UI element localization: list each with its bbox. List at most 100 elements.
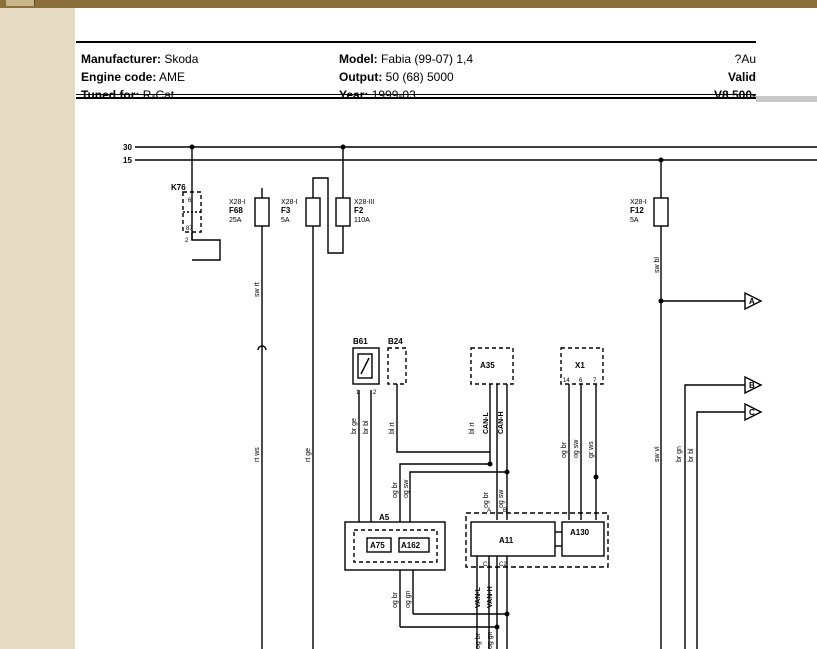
wire-og-br-2: og br: [392, 481, 399, 498]
tuned-row: Tuned for: R-Cat: [81, 88, 175, 99]
manufacturer-row: Manufacturer: Skoda: [81, 52, 198, 66]
f3-label: F3: [281, 206, 291, 215]
wire-br-ge: br ge: [351, 418, 358, 434]
f3-fuse: [305, 197, 321, 227]
f12-amp-label: 5A: [630, 217, 639, 224]
k76-loop: [191, 200, 221, 261]
x1-pin-7: 7: [593, 378, 597, 384]
a11-label: A11: [499, 536, 514, 545]
a75-label: A75: [370, 541, 385, 550]
k76-pin-2: 2: [185, 238, 189, 244]
a162-label: A162: [401, 541, 421, 550]
k76-label: K76: [171, 183, 186, 192]
f2-fuse: [335, 197, 351, 227]
year-value: 1999-03: [371, 88, 416, 99]
wire-rt-ge: rt ge: [305, 448, 312, 462]
rail-30-label: 30: [123, 143, 132, 152]
wire-gr-ws: gr ws: [588, 441, 595, 458]
output-row: Output: 50 (68) 5000: [339, 70, 454, 84]
k76-pin-top: 6: [188, 198, 192, 204]
pin-b-label: B: [503, 508, 507, 514]
wire-bl-rt-2: bl rt: [469, 422, 476, 434]
arrow-a-label: A: [749, 297, 755, 306]
wire-br-gn: br gn: [676, 446, 683, 462]
wire-og-br: og br: [561, 441, 568, 458]
f2-conn-label: X28-III: [354, 199, 375, 206]
pin-c1-label: C1: [483, 562, 491, 568]
wire-og-gn-2: og gn: [487, 631, 494, 649]
wire-rt-ws: rt ws: [254, 447, 261, 462]
engine-value: AME: [159, 70, 186, 84]
f12-conn-label: X28-I: [630, 199, 647, 206]
wire-og-br-4: og br: [392, 591, 399, 608]
b24-label: B24: [388, 337, 403, 346]
vehicle-info-header: Manufacturer: Skoda Engine code: AME Tun…: [76, 41, 756, 99]
wire-br-bl: br bl: [688, 448, 695, 462]
manufacturer-value: Skoda: [164, 52, 199, 66]
f2-label: F2: [354, 206, 364, 215]
model-row: Model: Fabia (99-07) 1,4: [339, 52, 473, 66]
b61-sensor-box: [352, 347, 380, 385]
a130-label: A130: [570, 528, 590, 537]
document-page: [75, 8, 817, 649]
a11-a130-module: [465, 512, 609, 568]
tuned-value: R-Cat: [142, 88, 175, 99]
a35-label: A35: [480, 361, 495, 370]
x1-box: [560, 347, 604, 385]
strike-line: [76, 94, 756, 95]
f12-label: F12: [630, 206, 644, 215]
f68-label: F68: [229, 206, 243, 215]
window-tab[interactable]: [6, 0, 35, 6]
x1-pin-14: 14: [563, 378, 570, 384]
f3-amp-label: 5A: [281, 217, 290, 224]
b24-box: [387, 347, 407, 385]
f2-amp-label: 110A: [354, 217, 370, 224]
wire-can-l: CAN-L: [483, 412, 490, 434]
wiring-diagram: 30 15 K76 6 87 2 X28-I F68 25A X28-I F3 …: [123, 143, 817, 649]
engine-row: Engine code: AME: [81, 70, 185, 84]
a75-box: [366, 537, 392, 553]
wire-og-sw: og sw: [573, 439, 580, 458]
wire-sw-bl: sw bl: [654, 257, 661, 273]
wire-og-sw-2: og sw: [403, 479, 410, 498]
pin-c2-label: C2: [499, 562, 507, 568]
a11-box: [470, 521, 556, 557]
b61-pin-2: 2: [373, 390, 377, 396]
arrow-b-icon: [744, 375, 763, 395]
b61-pin-1: 1: [356, 390, 360, 396]
wire-van-l: VAN-L: [475, 586, 482, 608]
header-shadow-bar: [756, 96, 817, 102]
wire-bl-rt: bl rt: [389, 422, 396, 434]
right-info-2: Valid: [727, 70, 756, 84]
wire-sw-vi: sw vi: [654, 446, 661, 462]
wire-og-sw-3: og sw: [498, 489, 505, 508]
arrow-a-icon: [744, 291, 763, 311]
b61-label: B61: [353, 337, 368, 346]
a130-box: [561, 521, 605, 557]
pin-a-label: A: [487, 508, 491, 514]
wire-br-bl-2: br bl: [363, 420, 370, 434]
tuned-label: Tuned for:: [81, 88, 140, 99]
f68-conn-label: X28-I: [229, 199, 246, 206]
left-sidebar: [0, 8, 75, 649]
a5-label: A5: [379, 513, 390, 522]
arrow-b-label: B: [749, 381, 755, 390]
wire-og-br-5: og br: [475, 632, 482, 649]
a162-box: [398, 537, 430, 553]
model-value: Fabia (99-07) 1,4: [381, 52, 474, 66]
year-label: Year:: [339, 88, 369, 99]
f3-conn-label: X28-I: [281, 199, 298, 206]
window-top-bar: [0, 0, 817, 8]
arrow-c-label: C: [749, 408, 755, 417]
year-row: Year: 1999-03: [339, 88, 416, 99]
f68-fuse: [254, 197, 270, 227]
engine-label: Engine code:: [81, 70, 157, 84]
model-label: Model:: [339, 52, 378, 66]
manufacturer-label: Manufacturer:: [81, 52, 162, 66]
k76-pin-87: 87: [186, 226, 193, 232]
right-info-3: V8.500-: [713, 88, 756, 99]
x1-pin-6: 6: [579, 378, 583, 384]
wire-og-br-3: og br: [483, 491, 490, 508]
wire-sw-rt: sw rt: [254, 282, 261, 297]
arrow-c-icon: [744, 402, 763, 422]
